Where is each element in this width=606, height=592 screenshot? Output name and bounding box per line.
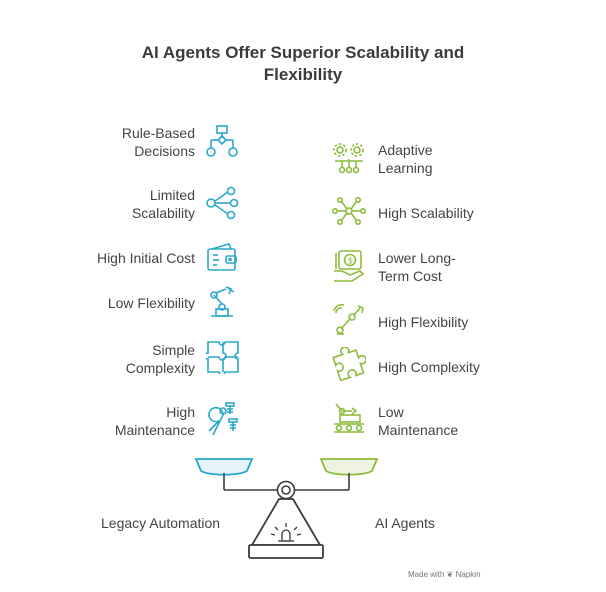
napkin-watermark: Made with ❦ Napkin (408, 570, 481, 579)
scale-base (248, 498, 324, 559)
left-label-high-initial-cost: High Initial Cost (96, 250, 195, 266)
bell-light-icon (270, 523, 302, 542)
puzzle-piece-icon (332, 347, 366, 381)
money-hand-icon: $ (332, 249, 366, 283)
conveyor-robot-icon (332, 401, 366, 435)
right-label-high-scalability: High Scalability (378, 205, 474, 221)
title-line-1: AI Agents Offer Superior Scalability and (141, 43, 465, 62)
network-nodes-icon (205, 186, 239, 220)
right-label-high-complexity: High Complexity (378, 359, 480, 375)
robot-arm-icon (205, 285, 239, 319)
right-label-high-flexibility: High Flexibility (378, 314, 469, 330)
wallet-icon (205, 241, 239, 275)
gears-circuit-icon (332, 141, 366, 175)
hub-network-icon (332, 194, 366, 228)
left-label-low-flexibility: Low Flexibility (107, 295, 195, 311)
flowchart-icon (205, 124, 239, 158)
scale-beam (223, 473, 350, 500)
left-scale-pan (194, 458, 254, 476)
svg-text:$: $ (348, 257, 354, 267)
puzzle-icon (206, 340, 240, 374)
page-title: AI Agents Offer Superior Scalability and… (60, 42, 546, 86)
right-label-lower-long-term-cost: Lower Long-Term Cost (378, 250, 456, 284)
legacy-automation-label: Legacy Automation (101, 515, 221, 531)
title-line-2: Flexibility (263, 65, 343, 84)
wireless-robot-arm-icon (332, 303, 366, 337)
ai-agents-label: AI Agents (375, 515, 435, 531)
right-scale-pan (319, 458, 379, 476)
wrench-bolts-icon (205, 401, 239, 435)
